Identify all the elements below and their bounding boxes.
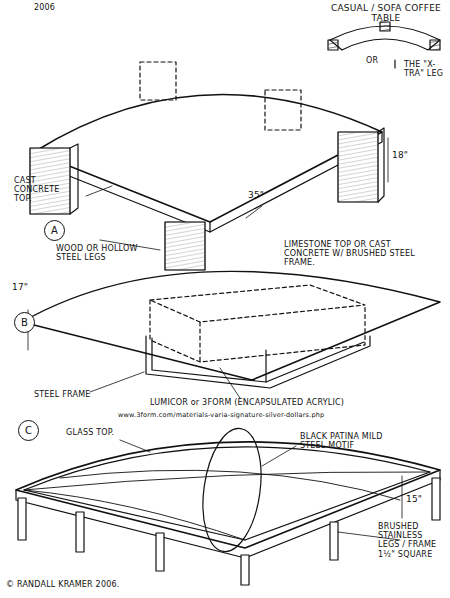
material-label: GLASS TOP. <box>66 428 136 437</box>
section-circle: A <box>44 220 65 241</box>
part-label: STEEL FRAME <box>34 390 114 399</box>
section-letter: B <box>21 317 28 328</box>
title: CASUAL / SOFA COFFEE TABLE <box>330 3 442 24</box>
dimension: 18" <box>392 150 416 160</box>
material-label: BRUSHED STAINLESS LEGS / FRAME 1½" SQUAR… <box>378 522 446 559</box>
copyright: © RANDALL KRAMER 2006. <box>6 580 166 589</box>
url-note: www.3form.com/materials-varia-signature-… <box>118 412 418 419</box>
material-label: LUMICOR or 3FORM (ENCAPSULATED ACRYLIC) <box>150 398 380 407</box>
slab-table-a <box>30 62 388 270</box>
section-letter: A <box>51 225 58 236</box>
material-label: WOOD OR HOLLOW STEEL LEGS <box>56 244 152 262</box>
date-note: 2006 <box>34 3 74 12</box>
material-label: BLACK PATINA MILD STEEL MOTIF <box>300 432 410 450</box>
section-circle: C <box>18 420 39 441</box>
dimension: 15" <box>406 494 436 504</box>
material-label: LIMESTONE TOP OR CAST CONCRETE W/ BRUSHE… <box>284 240 434 268</box>
section-letter: C <box>25 425 32 436</box>
dimension: 17" <box>12 282 36 292</box>
glass-table-c <box>16 425 440 585</box>
glass-table-b <box>22 271 440 398</box>
callout-label: THE "X-TRA" LEG <box>404 60 446 78</box>
section-circle: B <box>14 312 35 333</box>
note: OR <box>366 56 386 65</box>
dimension: 35" <box>248 190 272 200</box>
material-label: CAST CONCRETE TOP. <box>14 176 76 204</box>
